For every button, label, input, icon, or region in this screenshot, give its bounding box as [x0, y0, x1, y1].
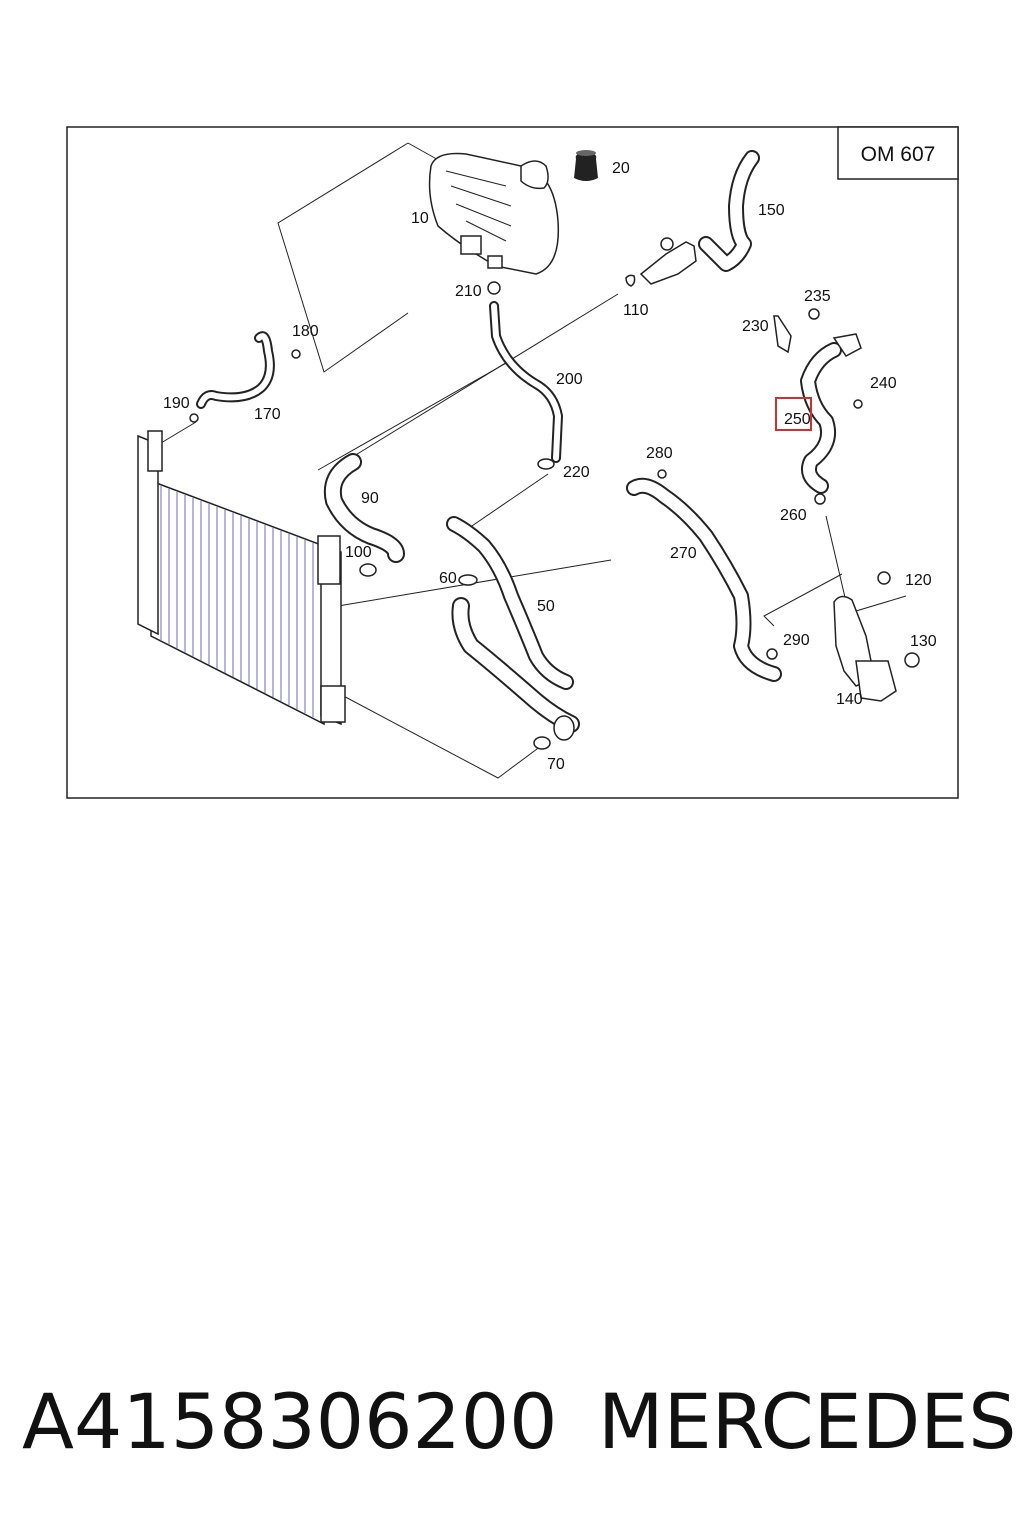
callouts: 10 20 150 110 210 235 230 240 180 200 25… [163, 160, 937, 773]
callout-210: 210 [455, 283, 482, 300]
callout-270: 270 [670, 545, 697, 562]
hose-170 [189, 331, 301, 423]
callout-140: 140 [836, 691, 863, 708]
callout-90: 90 [361, 490, 379, 507]
callout-20: 20 [612, 160, 630, 177]
tank-cap [574, 150, 598, 181]
callout-260: 260 [780, 507, 807, 524]
callout-180: 180 [292, 323, 319, 340]
callout-60: 60 [439, 570, 457, 587]
footer: A4158306200 MERCEDES [22, 1372, 1016, 1472]
callout-250: 250 [784, 411, 811, 428]
callout-240: 240 [870, 375, 897, 392]
callout-10: 10 [411, 210, 429, 227]
hose-200 [487, 281, 563, 470]
hose-150 [698, 150, 760, 272]
engine-code-box: OM 607 [837, 126, 959, 180]
callout-235: 235 [804, 288, 831, 305]
expansion-tank [428, 152, 560, 275]
callout-120: 120 [905, 572, 932, 589]
callout-50: 50 [537, 598, 555, 615]
callout-250-highlight [775, 397, 812, 431]
callout-190: 190 [163, 395, 190, 412]
callout-280: 280 [646, 445, 673, 462]
engine-code: OM 607 [861, 143, 936, 166]
callout-220: 220 [563, 464, 590, 481]
hose-60 [451, 574, 580, 741]
callout-130: 130 [910, 633, 937, 650]
brand-name: MERCEDES [598, 1377, 1017, 1466]
callout-170: 170 [254, 406, 281, 423]
callout-290: 290 [783, 632, 810, 649]
thermostat-housing [625, 237, 697, 287]
clamp-70 [533, 736, 551, 750]
callout-100: 100 [345, 544, 372, 561]
hose-50 [446, 516, 574, 690]
callout-110: 110 [623, 302, 649, 319]
callout-70: 70 [547, 756, 565, 773]
radiator [137, 430, 346, 726]
pump-140 [833, 571, 920, 702]
hose-250 [800, 333, 863, 505]
callout-230: 230 [742, 318, 769, 335]
bracket-230 [773, 308, 820, 354]
parts-diagram: OM 607 [66, 126, 959, 799]
callout-150: 150 [758, 202, 785, 219]
part-number: A4158306200 [22, 1377, 558, 1466]
callout-200: 200 [556, 371, 583, 388]
hose-270 [626, 469, 782, 682]
hose-90 [323, 453, 405, 577]
